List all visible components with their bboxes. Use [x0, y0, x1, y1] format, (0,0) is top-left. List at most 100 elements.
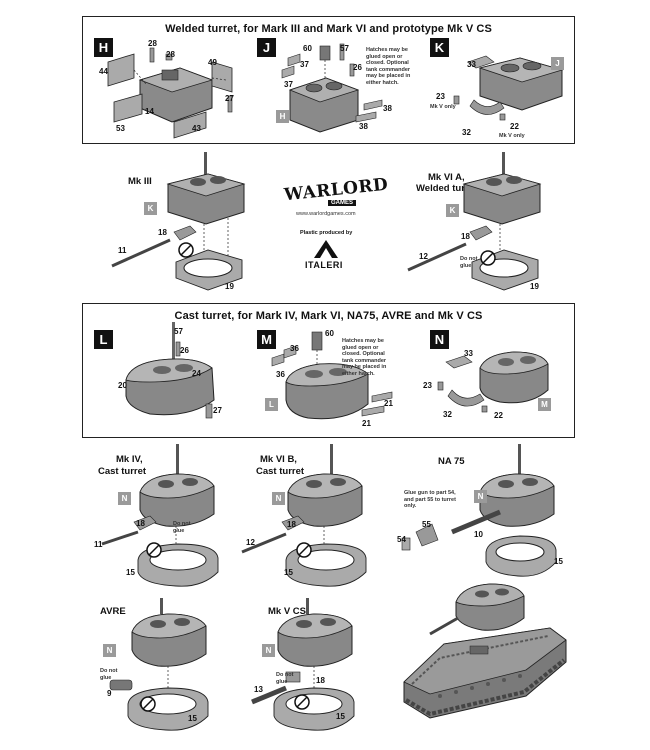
- part-num: 15: [554, 557, 563, 566]
- variant-mk6b-label-2: Cast turret: [256, 466, 305, 477]
- mk6a-turret-diagram: [407, 152, 542, 291]
- step-j-diagram: [281, 43, 383, 133]
- variant-mk6a-label-1: Mk VI A,: [428, 172, 465, 183]
- part-num: 19: [225, 282, 234, 291]
- do-not-glue-note: Do not glue: [100, 668, 118, 681]
- part-num: 11: [118, 246, 127, 255]
- plastic-produced-label: Plastic produced by: [300, 230, 353, 236]
- ref-n-badge: N: [103, 644, 116, 657]
- hatch-note: Hatches may be glued open or closed. Opt…: [342, 338, 387, 377]
- part-num: 23: [423, 381, 432, 390]
- churchill-tank-illustration: [403, 583, 567, 719]
- variant-mk6a-label-2: Welded turret: [416, 183, 478, 194]
- part-num: 24: [192, 369, 201, 378]
- variant-mk4-label-1: Mk IV,: [116, 454, 143, 465]
- ref-l-badge: L: [265, 398, 278, 411]
- part-num: 18: [287, 520, 296, 529]
- part-num: 15: [188, 714, 197, 723]
- part-num: 15: [126, 568, 135, 577]
- part-num: 22: [494, 411, 503, 420]
- part-num: 26: [353, 63, 362, 72]
- ref-k-badge: K: [144, 202, 157, 215]
- italeri-logo-mark: [314, 240, 338, 258]
- part-num: 55: [422, 520, 431, 529]
- ref-n-badge: N: [118, 492, 131, 505]
- part-num: 28: [166, 50, 175, 59]
- mk-v-only-label: Mk V only: [430, 104, 456, 110]
- ref-m-badge: M: [538, 398, 551, 411]
- ref-n-badge: N: [474, 490, 487, 503]
- part-num: 36: [276, 370, 285, 379]
- part-num: 18: [461, 232, 470, 241]
- ref-n-badge: N: [262, 644, 275, 657]
- part-num: 22: [510, 122, 519, 131]
- variant-na75-label: NA 75: [438, 456, 465, 467]
- do-not-glue-note: Do not glue: [460, 256, 478, 269]
- part-num: 57: [174, 327, 183, 336]
- part-num: 23: [436, 92, 445, 101]
- step-n-badge: N: [430, 330, 449, 349]
- part-num: 18: [136, 519, 145, 528]
- part-num: 60: [303, 44, 312, 53]
- do-not-glue-note: Do not glue: [276, 672, 294, 685]
- part-num: 37: [300, 60, 309, 69]
- part-num: 28: [148, 39, 157, 48]
- part-num: 57: [340, 44, 349, 53]
- part-num: 12: [246, 538, 255, 547]
- part-num: 15: [284, 568, 293, 577]
- part-num: 38: [359, 122, 368, 131]
- na75-glue-note: Glue gun to part 54, and part 55 to turr…: [404, 490, 456, 509]
- part-num: 49: [208, 58, 217, 67]
- mk4-turret-diagram: [101, 444, 219, 587]
- part-num: 33: [467, 60, 476, 69]
- ref-h-badge: H: [276, 110, 289, 123]
- cast-section-title: Cast turret, for Mark IV, Mark VI, NA75,…: [174, 310, 483, 322]
- part-num: 18: [316, 676, 325, 685]
- part-num: 12: [419, 252, 428, 261]
- warlord-games-tag: GAMES: [328, 200, 357, 206]
- welded-section-title: Welded turret, for Mark III and Mark VI …: [165, 23, 492, 35]
- step-l-diagram: [125, 322, 215, 419]
- part-num: 20: [118, 381, 127, 390]
- do-not-glue-note: Do not glue: [173, 521, 191, 534]
- step-n-diagram: [437, 351, 549, 413]
- ref-k-badge: K: [446, 204, 459, 217]
- mk6b-turret-diagram: [241, 444, 367, 587]
- part-num: 33: [464, 349, 473, 358]
- mk3-turret-diagram: [111, 152, 246, 291]
- part-num: 13: [254, 685, 263, 694]
- step-m-badge: M: [257, 330, 276, 349]
- step-h-diagram: [107, 47, 233, 139]
- part-num: 21: [384, 399, 393, 408]
- part-num: 9: [107, 689, 112, 698]
- part-num: 44: [99, 67, 108, 76]
- mk5cs-turret-diagram: [251, 598, 355, 731]
- italeri-logo: ITALERI: [305, 260, 343, 270]
- part-num: 36: [290, 344, 299, 353]
- step-m-diagram: [271, 331, 393, 420]
- part-num: 10: [474, 530, 483, 539]
- step-k-badge: K: [430, 38, 449, 57]
- variant-mk6b-label-1: Mk VI B,: [260, 454, 297, 465]
- part-num: 27: [213, 406, 222, 415]
- hatch-note: Hatches may be glued open or closed. Opt…: [366, 47, 411, 86]
- part-num: 26: [180, 346, 189, 355]
- na75-turret-diagram: [401, 444, 557, 577]
- part-num: 60: [325, 329, 334, 338]
- ref-j-badge: J: [551, 57, 564, 70]
- part-num: 54: [397, 535, 406, 544]
- avre-turret-diagram: [109, 598, 209, 731]
- warlord-url: www.warlordgames.com: [296, 211, 356, 217]
- ref-n-badge: N: [272, 492, 285, 505]
- part-num: 27: [225, 94, 234, 103]
- part-num: 21: [362, 419, 371, 428]
- part-num: 18: [158, 228, 167, 237]
- variant-avre-label: AVRE: [100, 606, 126, 617]
- part-num: 53: [116, 124, 125, 133]
- part-num: 32: [462, 128, 471, 137]
- part-num: 11: [94, 540, 103, 549]
- step-h-badge: H: [94, 38, 113, 57]
- part-num: 37: [284, 80, 293, 89]
- part-num: 19: [530, 282, 539, 291]
- step-k-diagram: [453, 55, 564, 121]
